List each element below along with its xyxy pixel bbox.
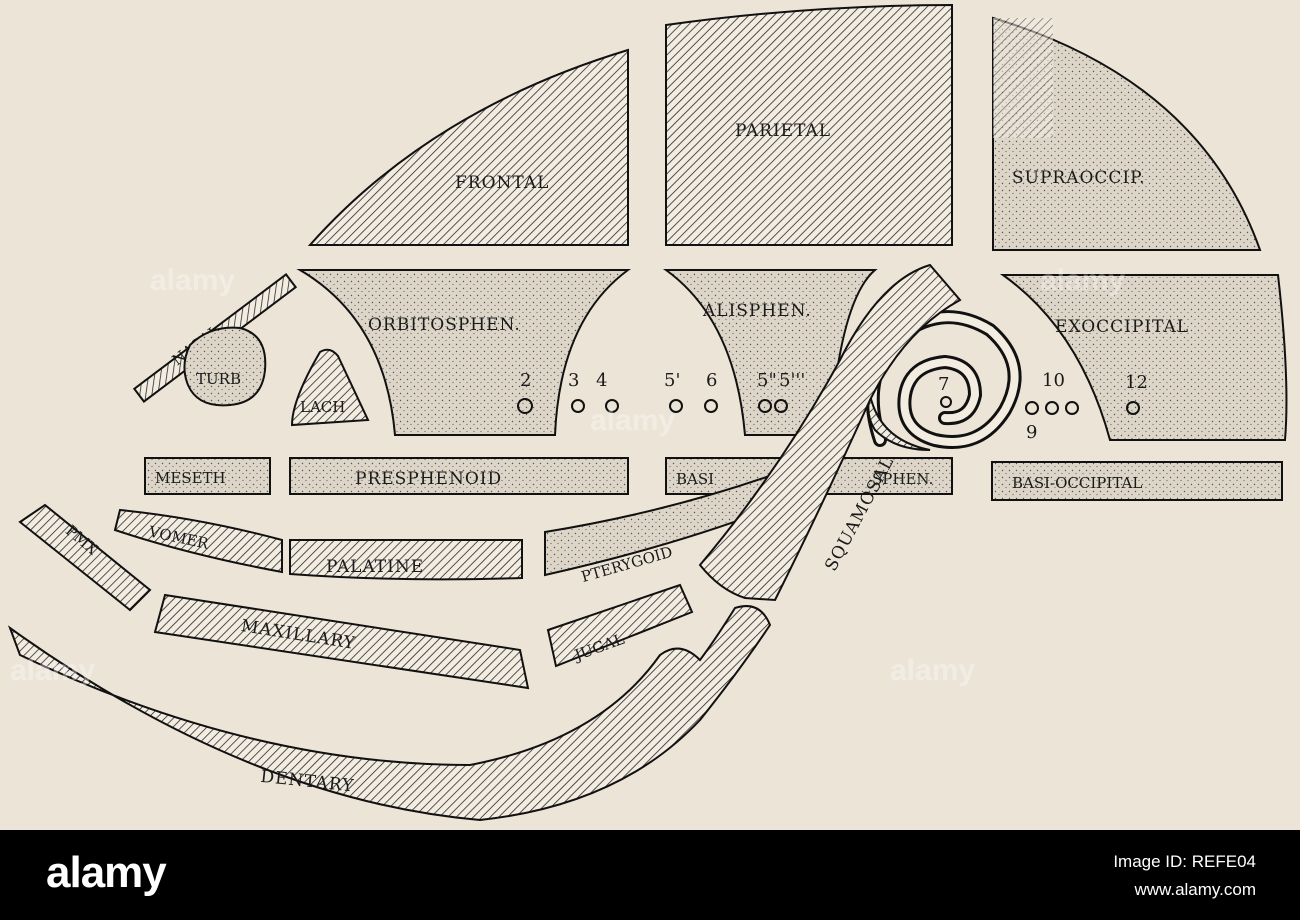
watermark-1: alamy: [150, 264, 235, 297]
basioccipital-bone: [991, 461, 1283, 501]
frontal-label: FRONTAL: [455, 173, 549, 193]
presphenoid-label: PRESPHENOID: [355, 469, 502, 489]
foramen-5pp: [758, 399, 772, 413]
footer-bar: alamy Image ID: REFE04 www.alamy.com: [0, 830, 1300, 920]
orbitosphen-label: ORBITOSPHEN.: [368, 315, 521, 335]
foramen-6-label: 6: [706, 370, 717, 391]
foramen-5p-label: 5': [664, 370, 680, 391]
supraoccipital-hatched-part: [993, 18, 1053, 138]
foramen-5ppp-label: 5''': [779, 370, 805, 391]
mesethmoid-bone: [144, 457, 271, 495]
foramen-10c: [1065, 401, 1079, 415]
parietal-label: PARIETAL: [735, 121, 831, 141]
basi-label: BASI: [676, 470, 714, 488]
maxillary-bone: [153, 593, 530, 690]
watermark-4: alamy: [10, 654, 95, 687]
watermark-2: alamy: [590, 404, 675, 437]
vomer-bone: [113, 508, 283, 574]
image-id: Image ID: REFE04: [1113, 852, 1256, 871]
foramen-2: [517, 398, 533, 414]
foramen-10b: [1045, 401, 1059, 415]
foramen-7: [940, 396, 952, 408]
foramen-12-label: 12: [1125, 372, 1148, 393]
jugal-bone: [546, 583, 694, 668]
foramen-3-label: 3: [568, 370, 579, 391]
foramen-12: [1126, 401, 1140, 415]
lach-label: LACH: [300, 398, 345, 416]
alisphen-label: ALISPHEN.: [702, 301, 812, 321]
turbinal-bone: [183, 326, 267, 407]
skull-bones-diagram: FRONTAL PARIETAL SUPRAOCCIP. NASAL TURB …: [7, 3, 1288, 822]
foramen-4-label: 4: [596, 370, 607, 391]
foramen-2-label: 2: [520, 370, 531, 391]
site-url[interactable]: www.alamy.com: [1134, 880, 1256, 899]
sphen-label: SPHEN.: [872, 470, 933, 488]
orbitosphenoid-bone: [296, 269, 632, 436]
parietal-bone: [665, 3, 953, 246]
turb-label: TURB: [196, 370, 241, 388]
frontal-bone: [307, 48, 629, 246]
watermark-3: alamy: [1040, 264, 1125, 297]
lachrymal-bone: [290, 348, 370, 427]
squamosal-bone: [698, 263, 962, 602]
foramen-10a: [1025, 401, 1039, 415]
foramen-5p: [669, 399, 683, 413]
palatine-bone: [289, 539, 523, 581]
premaxilla-bone: [18, 503, 152, 612]
tympanic-crescent: [867, 394, 931, 451]
foramen-10-label: 10: [1042, 370, 1065, 391]
exoccipital-label: EXOCCIPITAL: [1055, 317, 1189, 337]
foramen-7-label: 7: [938, 374, 949, 395]
supraoccip-label: SUPRAOCCIP.: [1012, 168, 1146, 188]
meseth-label: MESETH: [155, 469, 226, 487]
palatine-label: PALATINE: [326, 557, 424, 577]
foramen-4: [605, 399, 619, 413]
dentary-bone: [7, 605, 772, 822]
presphenoid-bone: [289, 457, 629, 495]
watermark-5: alamy: [890, 654, 975, 687]
foramen-5ppp: [774, 399, 788, 413]
foramen-3: [571, 399, 585, 413]
basioccipital-label: BASI-OCCIPITAL: [1012, 474, 1142, 492]
alamy-logo[interactable]: alamy: [46, 848, 167, 897]
foramen-9-label: 9: [1026, 422, 1037, 443]
foramen-5pp-label: 5": [757, 370, 777, 391]
foramen-6: [704, 399, 718, 413]
exoccipital-bone: [999, 274, 1288, 441]
